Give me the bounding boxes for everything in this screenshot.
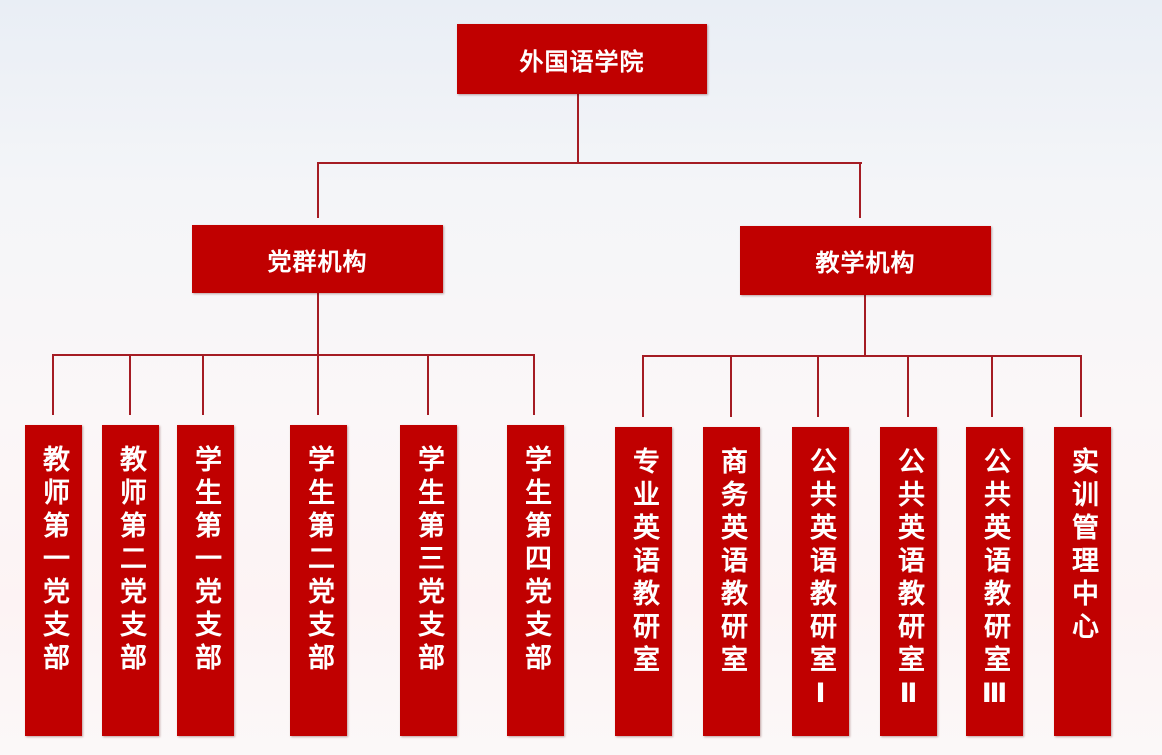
group-label: 教学机构	[815, 249, 916, 277]
node-label: 公共英语教研室Ⅱ	[893, 447, 924, 715]
teaching-unit-node: 商务英语教研室	[703, 427, 760, 736]
group-node-party: 党群机构	[192, 225, 443, 293]
connector-line	[52, 354, 535, 356]
group-node-teaching: 教学机构	[740, 226, 991, 295]
node-label: 学生第四党支部	[520, 445, 551, 676]
party-branch-node: 学生第二党支部	[290, 425, 347, 736]
connector-line	[533, 354, 535, 415]
group-label: 党群机构	[267, 247, 368, 276]
teaching-unit-node: 公共英语教研室Ⅱ	[880, 427, 937, 736]
connector-line	[1080, 355, 1082, 417]
connector-line	[317, 162, 319, 218]
party-branch-node: 学生第一党支部	[177, 425, 234, 736]
connector-line	[642, 355, 1082, 357]
node-label: 教师第一党支部	[38, 445, 69, 676]
connector-line	[817, 355, 819, 417]
node-label: 公共英语教研室Ⅰ	[805, 447, 836, 715]
node-label: 实训管理中心	[1067, 447, 1098, 645]
connector-line	[991, 355, 993, 417]
node-label: 学生第一党支部	[190, 445, 221, 676]
party-branch-node: 学生第四党支部	[507, 425, 564, 736]
teaching-unit-node: 实训管理中心	[1054, 427, 1111, 736]
connector-line	[52, 354, 54, 415]
party-branch-node: 学生第三党支部	[400, 425, 457, 736]
party-branch-node: 教师第一党支部	[25, 425, 82, 736]
connector-line	[317, 162, 862, 164]
connector-line	[730, 355, 732, 417]
root-node: 外国语学院	[457, 24, 707, 94]
teaching-unit-node: 公共英语教研室Ⅰ	[792, 427, 849, 736]
connector-line	[864, 295, 866, 356]
node-label: 专业英语教研室	[628, 447, 659, 678]
node-label: 公共英语教研室Ⅲ	[979, 447, 1010, 715]
root-label: 外国语学院	[519, 47, 645, 76]
node-label: 教师第二党支部	[115, 445, 146, 676]
connector-line	[577, 94, 579, 163]
connector-line	[202, 354, 204, 415]
connector-line	[907, 355, 909, 417]
connector-line	[642, 355, 644, 417]
connector-line	[129, 354, 131, 415]
teaching-unit-node: 公共英语教研室Ⅲ	[966, 427, 1023, 736]
party-branch-node: 教师第二党支部	[102, 425, 159, 736]
teaching-unit-node: 专业英语教研室	[615, 427, 672, 736]
connector-line	[859, 162, 861, 218]
node-label: 学生第二党支部	[303, 445, 334, 676]
connector-line	[427, 354, 429, 415]
node-label: 商务英语教研室	[716, 447, 747, 678]
node-label: 学生第三党支部	[413, 445, 444, 676]
